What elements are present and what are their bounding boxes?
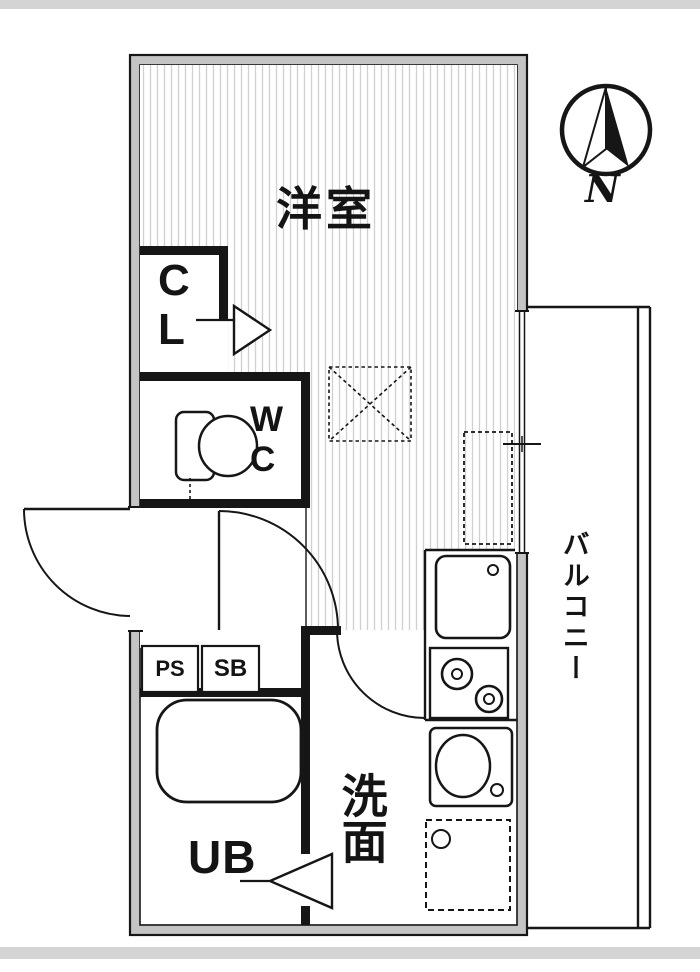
kitchen-counter [423, 548, 517, 722]
bathtub-icon [155, 698, 303, 804]
ceiling-hatch-symbol [328, 366, 412, 442]
main-room-label: 洋室 [276, 183, 376, 235]
compass-north-label: N [585, 166, 620, 211]
balcony-outline [527, 305, 652, 930]
unit-bath-label: UB [188, 831, 257, 883]
washing-machine-space [425, 819, 511, 911]
room-floors [140, 246, 310, 648]
balcony-window [503, 310, 541, 554]
washroom-door [336, 629, 426, 719]
refrigerator-space [463, 431, 513, 545]
pipe-space-box [140, 644, 200, 694]
closet-label: CL [158, 256, 190, 355]
compass-icon [559, 83, 653, 177]
balcony-label: バルコニー [558, 530, 589, 685]
toilet-icon [174, 410, 259, 505]
washroom-label: 洗面 [335, 772, 388, 864]
entrance-door [23, 506, 143, 632]
pipe-space-label: PS [155, 655, 185, 681]
toilet-label: WC [250, 400, 284, 479]
stove [428, 646, 510, 720]
closet-door-symbol [196, 303, 273, 357]
bath-door-symbol [240, 852, 334, 910]
wash-basin-icon [428, 726, 514, 808]
page-bottom-bar [0, 947, 700, 959]
shoe-box [200, 644, 261, 694]
kitchen-sink [434, 554, 512, 640]
page-top-bar [0, 0, 700, 9]
hall-door [217, 510, 339, 631]
shoe-box-label: SB [213, 654, 248, 682]
